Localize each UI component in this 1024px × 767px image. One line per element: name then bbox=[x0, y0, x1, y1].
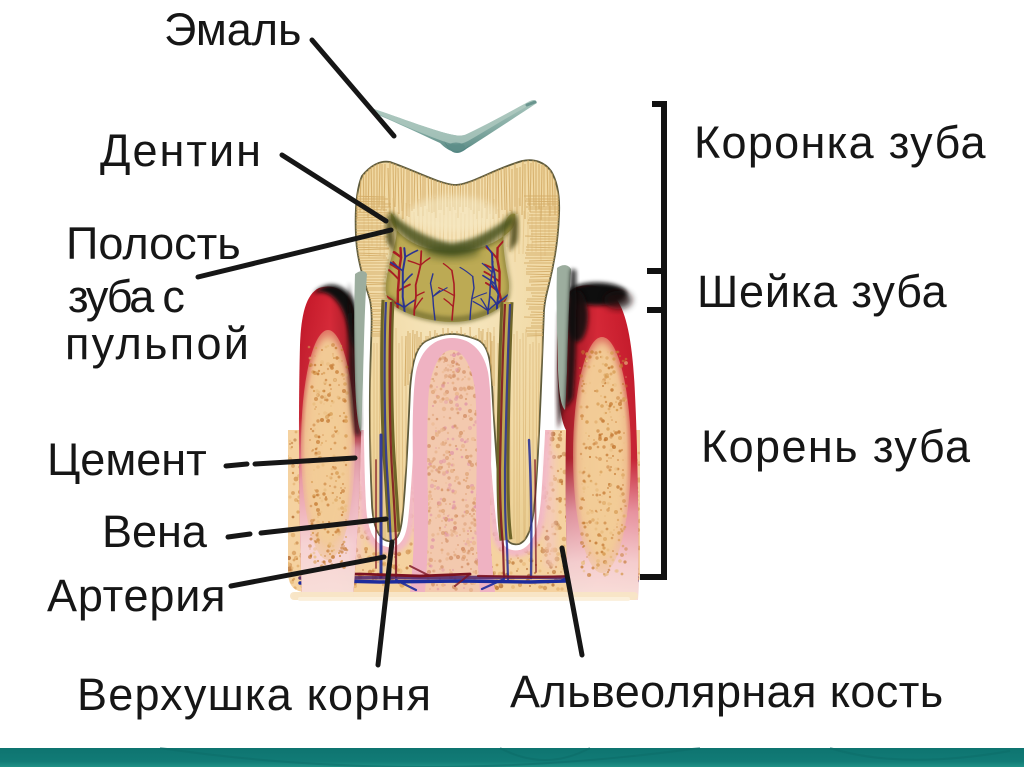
svg-text:Корень зуба: Корень зуба bbox=[701, 421, 971, 472]
svg-text:Коронка зуба: Коронка зуба bbox=[694, 117, 987, 168]
svg-text:Эмаль: Эмаль bbox=[164, 4, 302, 55]
svg-text:Цемент: Цемент bbox=[47, 434, 207, 485]
svg-text:пульпой: пульпой bbox=[65, 318, 251, 369]
svg-text:Шейка зуба: Шейка зуба bbox=[697, 266, 948, 317]
svg-text:Дентин: Дентин bbox=[100, 125, 263, 176]
svg-text:Верхушка корня: Верхушка корня bbox=[77, 669, 432, 720]
svg-text:Вена: Вена bbox=[102, 506, 208, 557]
svg-text:Полость: Полость bbox=[66, 218, 241, 269]
svg-text:Альвеолярная кость: Альвеолярная кость bbox=[510, 666, 944, 717]
svg-text:зуба с: зуба с bbox=[68, 271, 184, 322]
svg-text:Артерия: Артерия bbox=[47, 570, 226, 621]
